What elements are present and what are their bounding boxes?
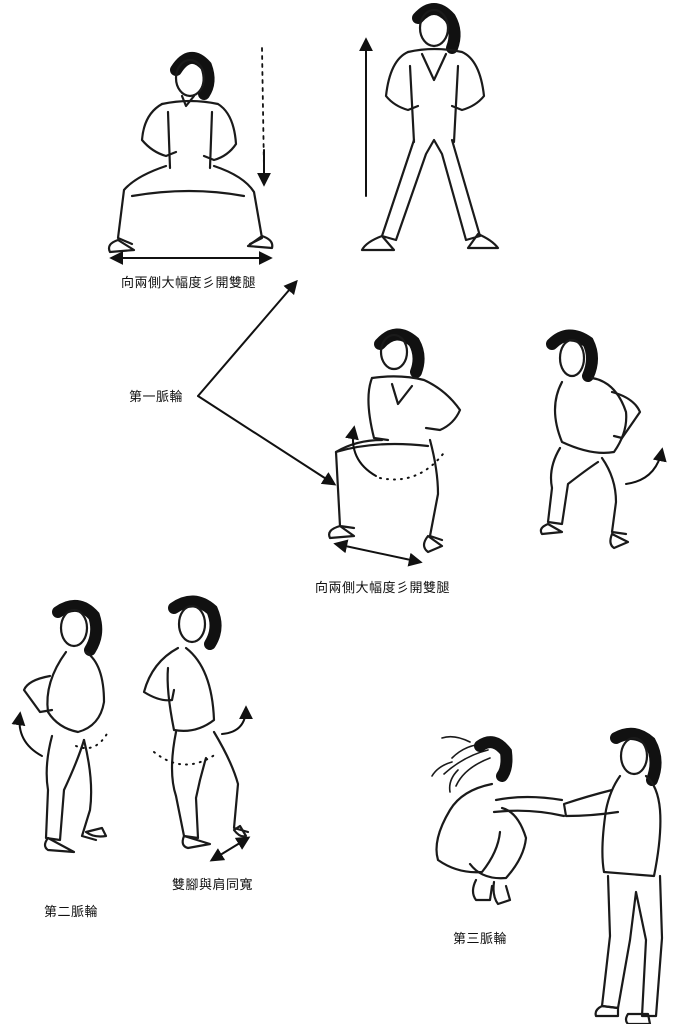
tilt-arrow-up: [221, 705, 253, 735]
caption-second-chakra: 第二脈輪: [44, 905, 99, 920]
caption-first-chakra: 第一脈輪: [129, 390, 184, 405]
connector-arrow-up: [197, 279, 298, 397]
shoulder-width-arrow: [209, 836, 251, 862]
figure-squat-rotate: [328, 328, 462, 554]
connector-arrow-down: [197, 395, 337, 486]
tilt-arrow-right: [625, 447, 667, 485]
caption-spread-legs-middle: 向兩側大幅度彡開雙腿: [315, 581, 451, 596]
spread-width-arrow-2: [333, 539, 423, 567]
figure-side-bend-1: [539, 329, 642, 550]
figure-standing-partner: [562, 727, 664, 1024]
caption-third-chakra: 第三脈輪: [453, 932, 508, 947]
tilt-arrow-left: [11, 711, 43, 757]
figure-standing-front: [360, 3, 500, 252]
figure-side-bend-3: [142, 595, 250, 850]
figure-side-bend-2: [22, 600, 108, 854]
rotate-dotted-path: [379, 449, 447, 481]
caption-spread-legs-top: 向兩側大幅度彡開雙腿: [121, 276, 257, 291]
tilt-dotted-path-2: [153, 751, 217, 766]
tilt-dotted-path: [75, 731, 109, 750]
caption-feet-shoulder-width: 雙腳與肩同寬: [172, 878, 254, 893]
figure-jumping: [431, 735, 566, 906]
rotate-arrow-left: [345, 425, 377, 477]
figure-squat-front: [107, 52, 274, 254]
